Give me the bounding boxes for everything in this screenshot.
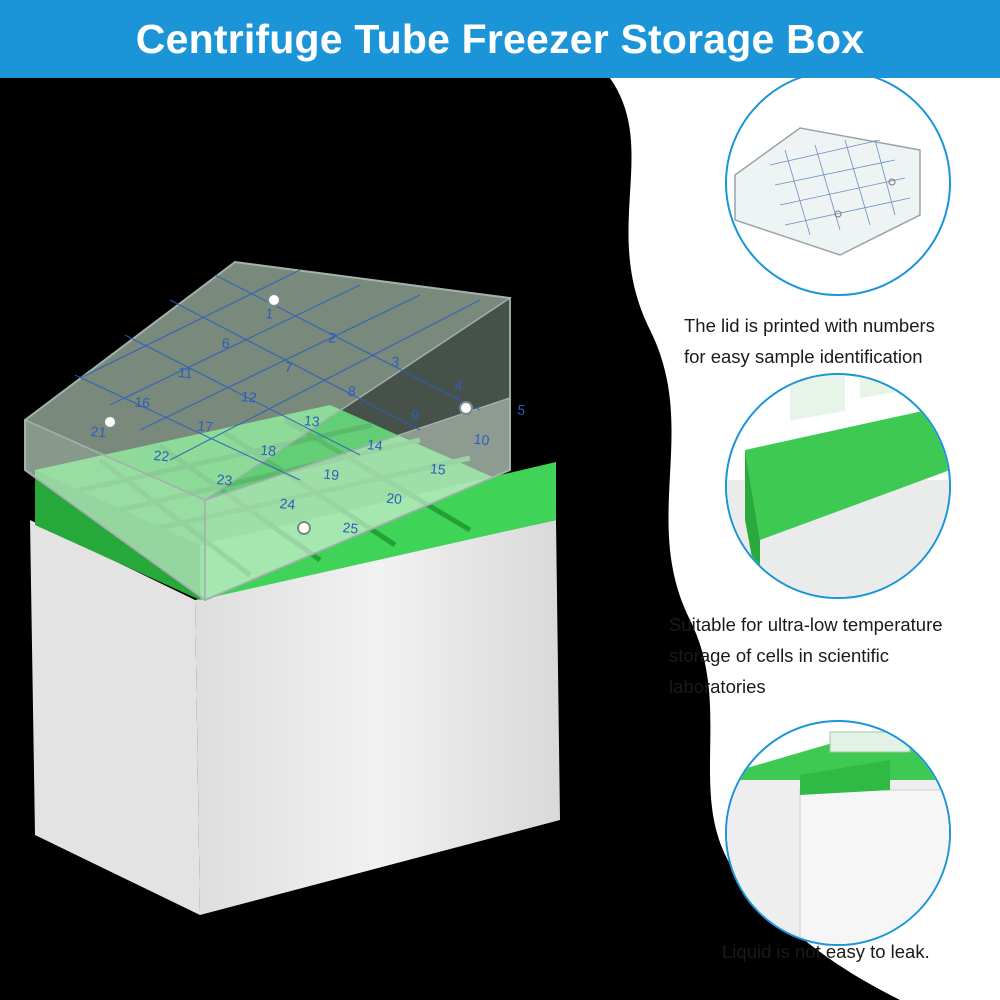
lid-number: 21 (90, 423, 107, 441)
lid-number: 7 (284, 359, 294, 376)
lid-number: 16 (134, 393, 151, 411)
lid-number: 9 (410, 407, 420, 424)
caption-line: Suitable for ultra-low temperature (669, 614, 943, 635)
lid-number: 24 (279, 495, 296, 513)
lid-number: 17 (197, 417, 214, 435)
lid-number: 15 (429, 460, 446, 478)
lid-number: 23 (216, 471, 233, 489)
lid-number: 22 (153, 447, 170, 465)
box-base (30, 520, 200, 915)
lid-number: 5 (517, 401, 527, 418)
lid-number: 4 (454, 377, 464, 394)
caption-seal: Liquid is not easy to leak. (722, 936, 930, 967)
caption-line: laboratories (669, 676, 766, 697)
caption-lid: The lid is printed with numbers for easy… (684, 310, 935, 372)
caption-line: Liquid is not easy to leak. (722, 941, 930, 962)
lid-number: 2 (328, 329, 338, 346)
lid-number: 13 (303, 412, 320, 430)
storage-box: 1234567891011121314151617181920212223242… (23, 260, 560, 915)
lid-numbers: 1234567891011121314151617181920212223242… (90, 305, 526, 537)
lid-number: 11 (177, 364, 193, 381)
lid-number: 20 (386, 490, 403, 508)
lid-number: 25 (342, 519, 359, 537)
lid-number: 14 (366, 436, 383, 454)
lid-number: 12 (240, 388, 257, 406)
caption-line: storage of cells in scientific (669, 645, 890, 666)
lid-number: 19 (323, 466, 340, 484)
lid-number: 1 (265, 305, 275, 322)
lid-number: 18 (260, 442, 277, 460)
product-scene: 1234567891011121314151617181920212223242… (0, 78, 951, 1000)
caption-grid: Suitable for ultra-low temperature stora… (669, 609, 943, 702)
detail-lid-view (725, 78, 951, 296)
lid-number: 10 (473, 431, 490, 449)
caption-line: for easy sample identification (684, 346, 923, 367)
lid-number: 3 (391, 353, 401, 370)
detail-seal-view (725, 720, 951, 946)
banner-title: Centrifuge Tube Freezer Storage Box (135, 15, 865, 62)
caption-line: The lid is printed with numbers (684, 315, 935, 336)
lid-number: 8 (347, 383, 357, 400)
lid-number: 6 (221, 335, 231, 352)
title-banner: Centrifuge Tube Freezer Storage Box (0, 0, 1000, 78)
